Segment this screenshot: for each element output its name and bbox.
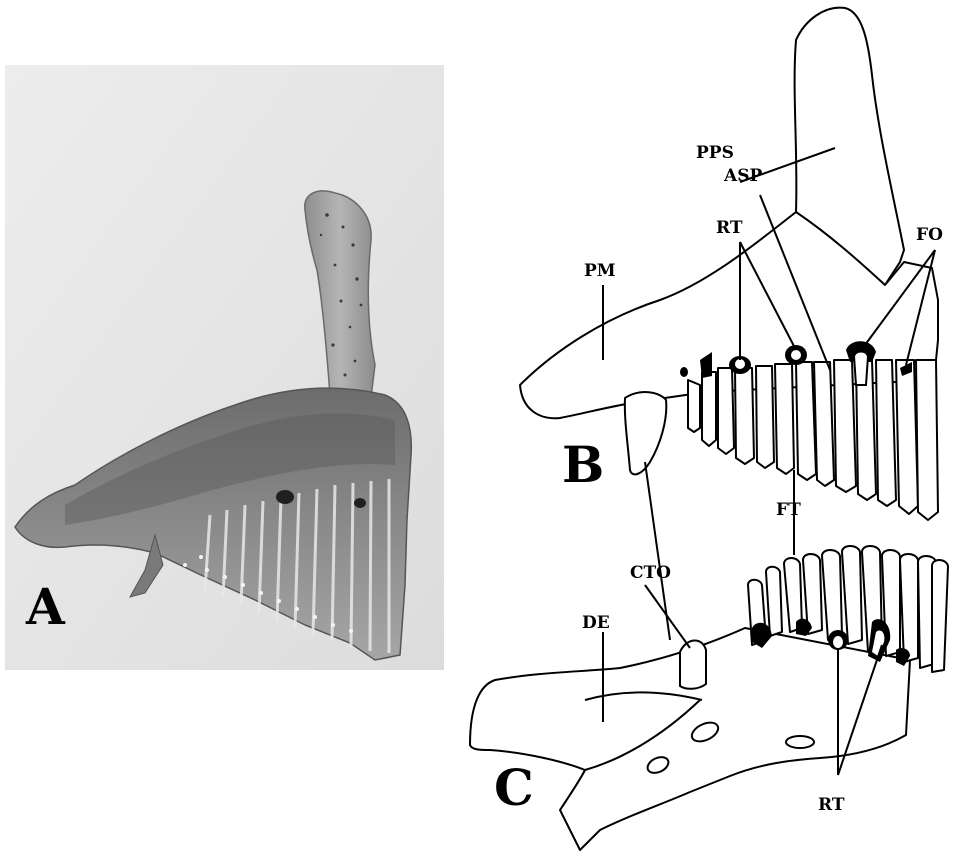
label-rt-upper: RT — [716, 218, 743, 238]
label-rt-lower: RT — [818, 795, 845, 815]
label-cto: CTO — [630, 563, 671, 583]
tooth-row-upper — [688, 360, 938, 520]
label-pm: PM — [584, 261, 616, 281]
label-asp: ASP — [723, 166, 762, 186]
caniniform-tooth-lower — [680, 640, 706, 688]
label-ft: FT — [776, 500, 801, 520]
panel-label-c: C — [494, 758, 534, 817]
label-pps: PPS — [696, 143, 734, 163]
label-fo: FO — [916, 225, 943, 245]
label-de: DE — [582, 613, 610, 633]
panel-label-b: B — [562, 435, 604, 494]
